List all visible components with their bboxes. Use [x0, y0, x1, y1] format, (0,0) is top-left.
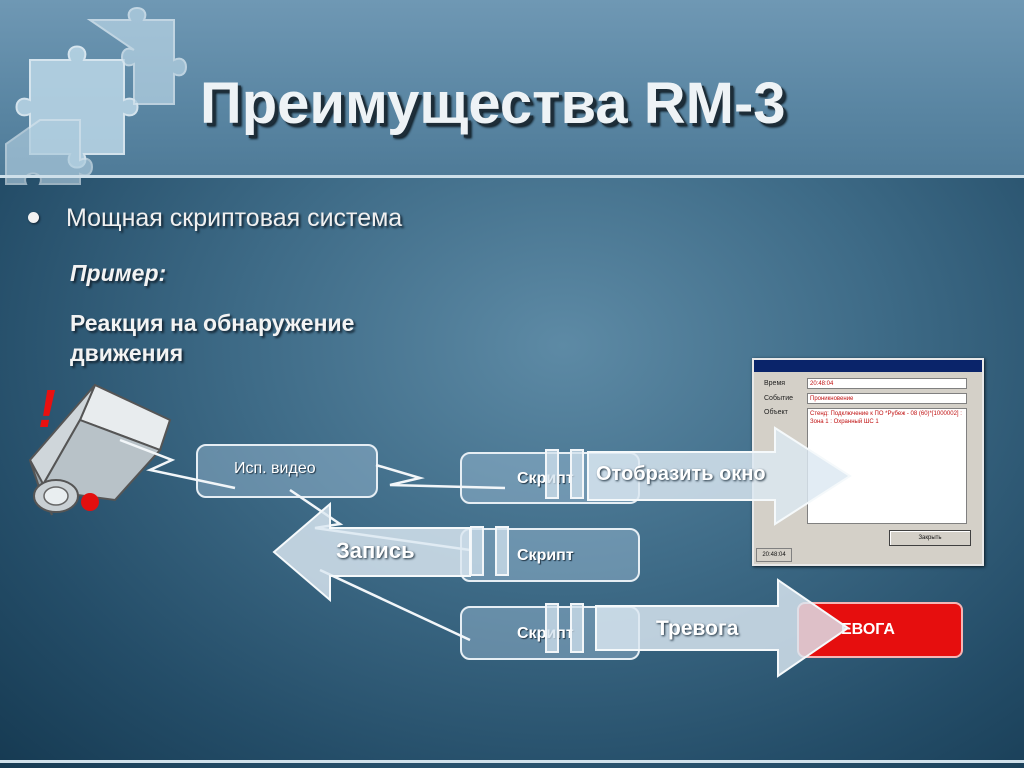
camera-icon — [28, 383, 172, 516]
alarm-arrow-label: Тревога — [656, 617, 739, 640]
time-label: Время — [764, 380, 786, 387]
video-source-label: Исп. видео — [234, 460, 316, 477]
connector-bars — [470, 449, 584, 653]
alarm-box-label: ЕВОГА — [841, 621, 895, 638]
script-node-label: Скрипт — [517, 547, 574, 564]
event-window-titlebar — [754, 360, 982, 372]
event-field: Проникновение — [807, 393, 967, 404]
event-label: Событие — [764, 395, 793, 402]
bullet-text: Мощная скриптовая система — [66, 204, 403, 232]
bullet-icon — [28, 212, 39, 223]
page-title: Преимущества RM-3 — [200, 71, 786, 136]
reaction-text: Реакция на обнаружение движения — [70, 310, 355, 366]
video-source-node: Исп. видео — [196, 444, 378, 498]
time-field: 20:48:04 — [807, 378, 967, 389]
script-node-2: Скрипт — [460, 528, 640, 582]
show-window-arrow — [587, 426, 852, 526]
show-window-arrow-label: Отобразить окно — [596, 463, 766, 485]
status-time: 20:48:04 — [756, 548, 792, 562]
example-label: Пример: — [70, 260, 167, 286]
record-arrow-label: Запись — [336, 538, 415, 563]
object-label: Объект — [764, 409, 788, 416]
alarm-arrow — [595, 578, 850, 678]
header-divider — [0, 175, 1024, 178]
alert-mark: ! — [38, 379, 56, 439]
record-arrow — [272, 501, 471, 603]
puzzle-logo-icon — [5, 7, 187, 185]
footer-divider — [0, 760, 1024, 763]
close-button[interactable]: Закрыть — [889, 530, 971, 546]
